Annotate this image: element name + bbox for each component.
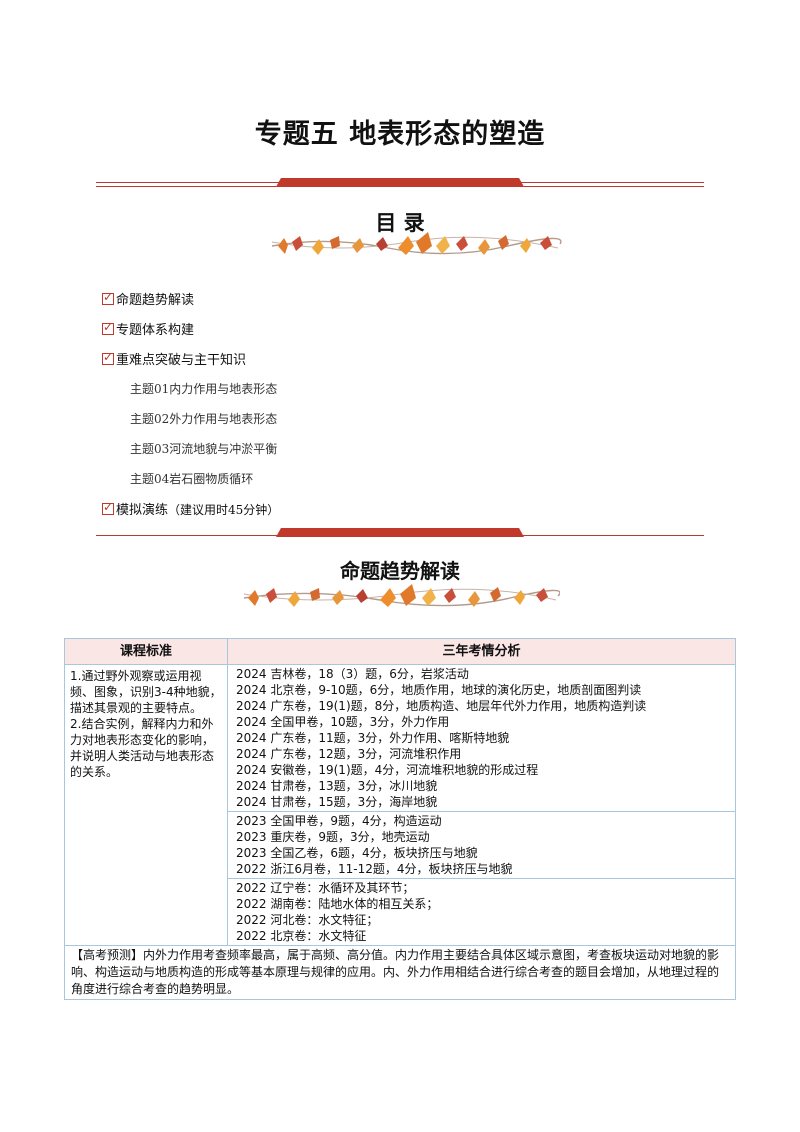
analysis-line: 2024 全国甲卷，10题，3分，外力作用 (236, 715, 450, 729)
analysis-line: 2024 甘肃卷，13题，3分，冰川地貌 (236, 779, 438, 793)
toc-item-label: 模拟演练 (116, 503, 169, 518)
standard-item: 1.通过野外观察或运用视频、图象，识别3-4种地貌，描述其景观的主要特点。 (70, 669, 222, 715)
toc-item-practice[interactable]: 模拟演练（建议用时45分钟） (102, 499, 279, 518)
toc-item-label: 命题趋势解读 (116, 293, 195, 308)
analysis-line: 2024 广东卷，12题，3分，河流堆积作用 (236, 747, 462, 761)
toc-subitem-theme-04[interactable]: 主题04岩石圈物质循环 (130, 472, 254, 486)
analysis-line: 2022 湖南卷：陆地水体的相互关系； (236, 897, 439, 911)
analysis-line: 2023 全国甲卷，9题，4分，构造运动 (236, 814, 442, 828)
leaf-garland-decoration (271, 232, 562, 255)
toc-item-note: （建议用时45分钟） (168, 503, 280, 517)
analysis-line: 2022 辽宁卷：水循环及其环节； (236, 881, 415, 895)
analysis-line: 2024 北京卷，9-10题，6分，地质作用，地球的演化历史，地质剖面图判读 (236, 683, 642, 697)
analysis-cell-2022: 2022 辽宁卷：水循环及其环节； 2022 湖南卷：陆地水体的相互关系； 20… (227, 878, 736, 946)
analysis-line: 2024 广东卷，11题，3分，外力作用、喀斯特地貌 (236, 731, 510, 745)
toc-item-trend[interactable]: 命题趋势解读 (102, 289, 194, 308)
section-divider (96, 528, 704, 540)
analysis-cell-2023: 2023 全国甲卷，9题，4分，构造运动 2023 重庆卷，9题，3分，地壳运动… (227, 811, 736, 879)
toc-item-label: 专题体系构建 (116, 323, 195, 338)
page-title: 专题五 地表形态的塑造 (254, 119, 546, 150)
exam-forecast: 【高考预测】内外力作用考查频率最高，属于高频、高分值。内力作用主要结合具体区域示… (64, 945, 736, 1000)
analysis-line: 2024 吉林卷，18（3）题，6分，岩浆活动 (236, 667, 469, 681)
checkbox-icon (102, 320, 114, 335)
toc-subitem-theme-02[interactable]: 主题02外力作用与地表形态 (130, 412, 278, 426)
analysis-line: 2024 广东卷，19(1)题，8分，地质构造、地层年代外力作用，地质构造判读 (236, 699, 647, 713)
toc-heading: 目 录 (375, 211, 425, 235)
toc-subitem-theme-01[interactable]: 主题01内力作用与地表形态 (130, 382, 278, 396)
analysis-line: 2022 浙江6月卷，11-12题，4分，板块挤压与地貌 (236, 862, 513, 876)
title-divider (96, 178, 704, 190)
analysis-line: 2022 北京卷：水文特征 (236, 929, 367, 943)
analysis-line: 2024 甘肃卷，15题，3分，海岸地貌 (236, 795, 438, 809)
checkbox-icon (102, 500, 114, 515)
toc-item-label: 重难点突破与主干知识 (116, 353, 247, 368)
analysis-line: 2023 全国乙卷，6题，4分，板块挤压与地貌 (236, 846, 478, 860)
section-heading: 命题趋势解读 (340, 559, 460, 583)
toc-item-system[interactable]: 专题体系构建 (102, 319, 194, 338)
curriculum-standards-cell: 1.通过野外观察或运用视频、图象，识别3-4种地貌，描述其景观的主要特点。 2.… (64, 664, 228, 946)
exam-analysis-table: 课程标准 三年考情分析 1.通过野外观察或运用视频、图象，识别3-4种地貌，描述… (64, 638, 736, 1000)
analysis-line: 2024 安徽卷，19(1)题，4分，河流堆积地貌的形成过程 (236, 763, 539, 777)
standard-item: 2.结合实例，解释内力和外力对地表形态变化的影响，并说明人类活动与地表形态的关系… (70, 717, 215, 779)
column-header-standard: 课程标准 (64, 638, 228, 665)
analysis-cell-2024: 2024 吉林卷，18（3）题，6分，岩浆活动 2024 北京卷，9-10题，6… (227, 664, 736, 812)
checkbox-icon (102, 350, 114, 365)
leaf-garland-decoration (243, 584, 560, 607)
column-header-analysis: 三年考情分析 (227, 638, 736, 665)
analysis-line: 2023 重庆卷，9题，3分，地壳运动 (236, 830, 430, 844)
analysis-line: 2022 河北卷：水文特征； (236, 913, 379, 927)
toc-item-key-points[interactable]: 重难点突破与主干知识 (102, 349, 246, 368)
toc-subitem-theme-03[interactable]: 主题03河流地貌与冲淤平衡 (130, 442, 278, 456)
checkbox-icon (102, 290, 114, 305)
